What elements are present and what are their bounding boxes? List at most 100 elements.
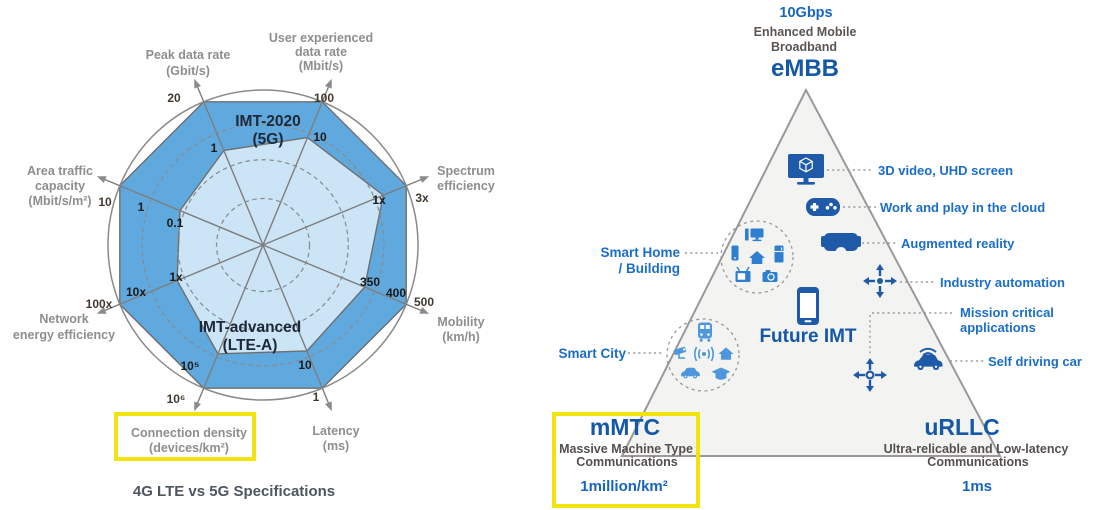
- smart-home-label-line1: Smart Home: [600, 245, 680, 260]
- wave: [693, 346, 698, 362]
- dot: [734, 257, 736, 259]
- car-icon: [681, 367, 700, 377]
- future-imt-label: Future IMT: [759, 326, 857, 347]
- train-icon: [698, 322, 712, 339]
- signal-dot: [702, 352, 706, 356]
- wave: [710, 346, 715, 362]
- btn: [833, 206, 837, 210]
- tick-network-inner: 1x: [169, 270, 183, 284]
- tick-mobility-inner: 350: [360, 275, 380, 289]
- tick-area-mid: 1: [138, 200, 145, 214]
- antenna: [736, 266, 741, 272]
- triangle-icons: [673, 154, 943, 392]
- wifi-outer: [919, 347, 937, 353]
- tick-mobility-mid: 400: [386, 286, 406, 300]
- urllc-acronym: uRLLC: [924, 414, 1000, 440]
- phone-icon: [731, 245, 739, 261]
- cube: [799, 157, 813, 173]
- body: [824, 233, 858, 251]
- arrow-head: [866, 386, 874, 392]
- axis-label-area: (Mbit/s/m²): [28, 194, 91, 208]
- home-bar: [804, 320, 812, 323]
- tick-spectrum-inner: 1x: [372, 193, 386, 207]
- axis-label-network: Network: [39, 312, 88, 326]
- tick-network-mid: 10x: [126, 285, 146, 299]
- arrow-head: [876, 264, 884, 270]
- cctv-icon: [673, 346, 687, 359]
- car-mini-icon: [681, 367, 700, 379]
- series-title-imt-2020: IMT-2020: [235, 113, 300, 130]
- mmtc-highlight-box: [552, 412, 700, 508]
- phone-screen: [800, 293, 816, 318]
- base: [752, 239, 762, 242]
- triangle-shape: [620, 87, 1002, 457]
- industry-automation-icon: [863, 264, 897, 298]
- tv-screen: [737, 273, 746, 280]
- signal-icon: [693, 346, 715, 362]
- graduation-cap-icon: [711, 367, 731, 380]
- arrow-head: [881, 371, 887, 379]
- arrow-head: [863, 277, 869, 285]
- hub: [684, 375, 687, 378]
- grid-circle: [141, 123, 385, 367]
- grid-circle: [215, 197, 311, 293]
- tick-peak-inner: 1: [211, 141, 218, 155]
- dpad-v: [812, 203, 817, 211]
- mmtc-name-line1: Massive Machine Type: [559, 442, 693, 456]
- triangle-diagram: [620, 87, 1002, 457]
- wave: [697, 349, 701, 359]
- series-title-imt-2020: (5G): [253, 131, 284, 148]
- car-body: [914, 354, 943, 367]
- callout-mission-line2: applications: [960, 320, 1036, 335]
- axis-label-connection: Connection density: [131, 426, 247, 440]
- axis-label-connection: (devices/km²): [149, 441, 229, 455]
- tick-spectrum-outer: 3x: [415, 191, 429, 205]
- callout-3d-video: 3D video, UHD screen: [878, 163, 1014, 178]
- self-driving-car-icon: [914, 347, 943, 370]
- leader-lines: [628, 169, 984, 362]
- axis-label-peak: (Gbit/s): [166, 64, 210, 78]
- axis-label-spectrum: efficiency: [437, 179, 495, 193]
- callout-self-driving: Self driving car: [988, 354, 1082, 369]
- gamepad-icon: [806, 198, 840, 216]
- axis-label-latency: Latency: [312, 424, 359, 438]
- outer-circle: [107, 89, 419, 401]
- wheel: [699, 338, 703, 342]
- smart-home-label-line2: / Building: [618, 261, 681, 276]
- cap-base: [715, 373, 727, 380]
- urllc-name-line2: Communications: [927, 455, 1029, 469]
- axis-label-user: User experienced: [269, 31, 373, 45]
- smart-home-circle: [720, 220, 794, 294]
- antenna: [745, 266, 750, 272]
- callout-mission-line1: Mission critical: [960, 305, 1054, 320]
- embb-name-line1: Enhanced Mobile: [753, 25, 857, 39]
- screen: [750, 228, 764, 238]
- chart-title: 4G LTE vs 5G Specifications: [132, 483, 336, 500]
- cam-body: [673, 346, 687, 356]
- axis-label-mobility: Mobility: [437, 315, 484, 329]
- tick-area-inner: 0.1: [167, 216, 184, 230]
- window: [700, 325, 705, 329]
- axis-label-user: (Mbit/s): [299, 59, 343, 73]
- dot: [877, 278, 883, 284]
- urllc-metric: 1ms: [961, 478, 993, 495]
- embb-metric: 10Gbps: [779, 5, 833, 21]
- axis-label-area: Area traffic: [27, 164, 93, 178]
- mmtc-acronym: mMTC: [589, 414, 661, 440]
- hub: [919, 365, 922, 368]
- cam-top: [765, 270, 771, 273]
- axis-arrow-user: [325, 78, 332, 89]
- fridge-icon: [774, 245, 784, 263]
- window: [705, 325, 710, 329]
- axis-arrow-latency: [325, 401, 332, 412]
- axis-spoke-user: [262, 83, 331, 246]
- grid-circle: [177, 159, 349, 331]
- axis-label-latency: (ms): [323, 439, 349, 453]
- monitor-3d-icon: [788, 154, 824, 185]
- tick-connection-inner: 10⁵: [181, 359, 200, 373]
- axis-arrow-area: [96, 176, 107, 183]
- ring: [865, 370, 875, 380]
- bracket: [678, 353, 685, 359]
